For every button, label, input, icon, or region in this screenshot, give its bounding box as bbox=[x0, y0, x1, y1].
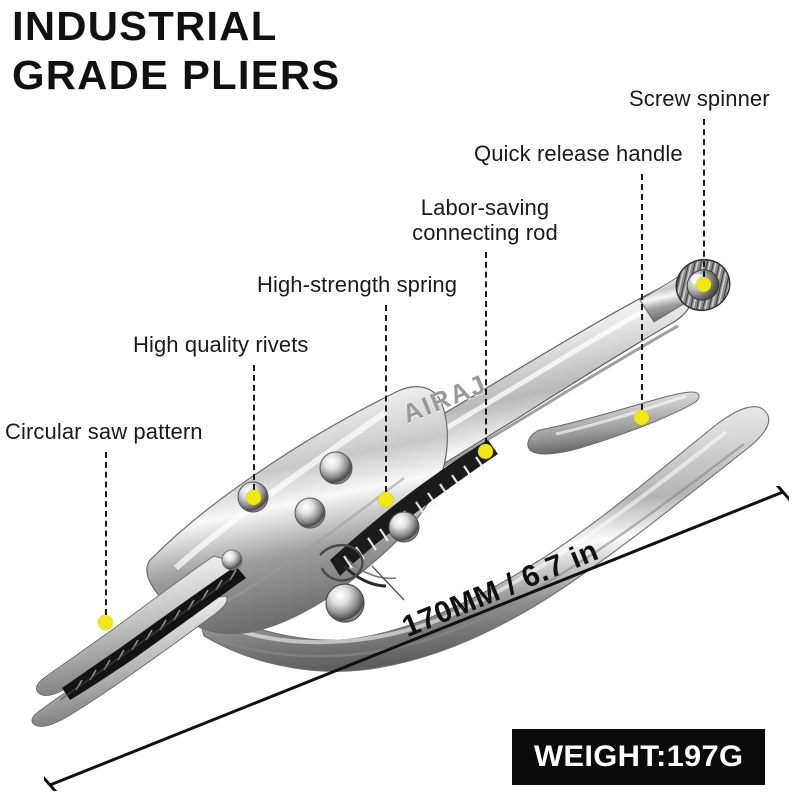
callout-dot-labor-saving-connecting-rod bbox=[478, 444, 493, 459]
callout-leader-quick-release-handle bbox=[641, 174, 643, 410]
callout-leader-labor-saving-connecting-rod bbox=[485, 252, 487, 444]
callout-leader-circular-saw-pattern bbox=[105, 452, 107, 615]
title-line-1: INDUSTRIAL bbox=[12, 3, 278, 49]
weight-badge: WEIGHT:197G bbox=[512, 729, 765, 785]
callout-dot-circular-saw-pattern bbox=[98, 615, 113, 630]
callout-label-line-1: Labor-saving bbox=[420, 195, 550, 220]
title-line-2: GRADE PLIERS bbox=[12, 52, 341, 98]
weight-badge-label: WEIGHT:197G bbox=[533, 740, 744, 773]
callout-label-quick-release-handle: Quick release handle bbox=[474, 141, 683, 166]
callout-dot-quick-release-handle bbox=[634, 410, 649, 425]
page-title: INDUSTRIAL GRADE PLIERS bbox=[12, 2, 452, 100]
callout-dot-screw-spinner bbox=[696, 277, 711, 292]
callout-label-labor-saving-connecting-rod: Labor-saving connecting rod bbox=[402, 195, 568, 245]
callout-leader-screw-spinner bbox=[703, 119, 705, 277]
callout-label-screw-spinner: Screw spinner bbox=[629, 86, 770, 111]
callout-leader-high-strength-spring bbox=[385, 305, 387, 492]
callout-label-high-strength-spring: High-strength spring bbox=[257, 272, 458, 297]
callout-dot-high-quality-rivets bbox=[246, 490, 261, 505]
callout-label-line-2: connecting rod bbox=[412, 220, 558, 245]
callout-label-high-quality-rivets: High quality rivets bbox=[133, 332, 309, 357]
callout-dot-high-strength-spring bbox=[378, 492, 393, 507]
callout-leader-high-quality-rivets bbox=[253, 365, 255, 490]
callout-label-circular-saw-pattern: Circular saw pattern bbox=[5, 419, 203, 444]
